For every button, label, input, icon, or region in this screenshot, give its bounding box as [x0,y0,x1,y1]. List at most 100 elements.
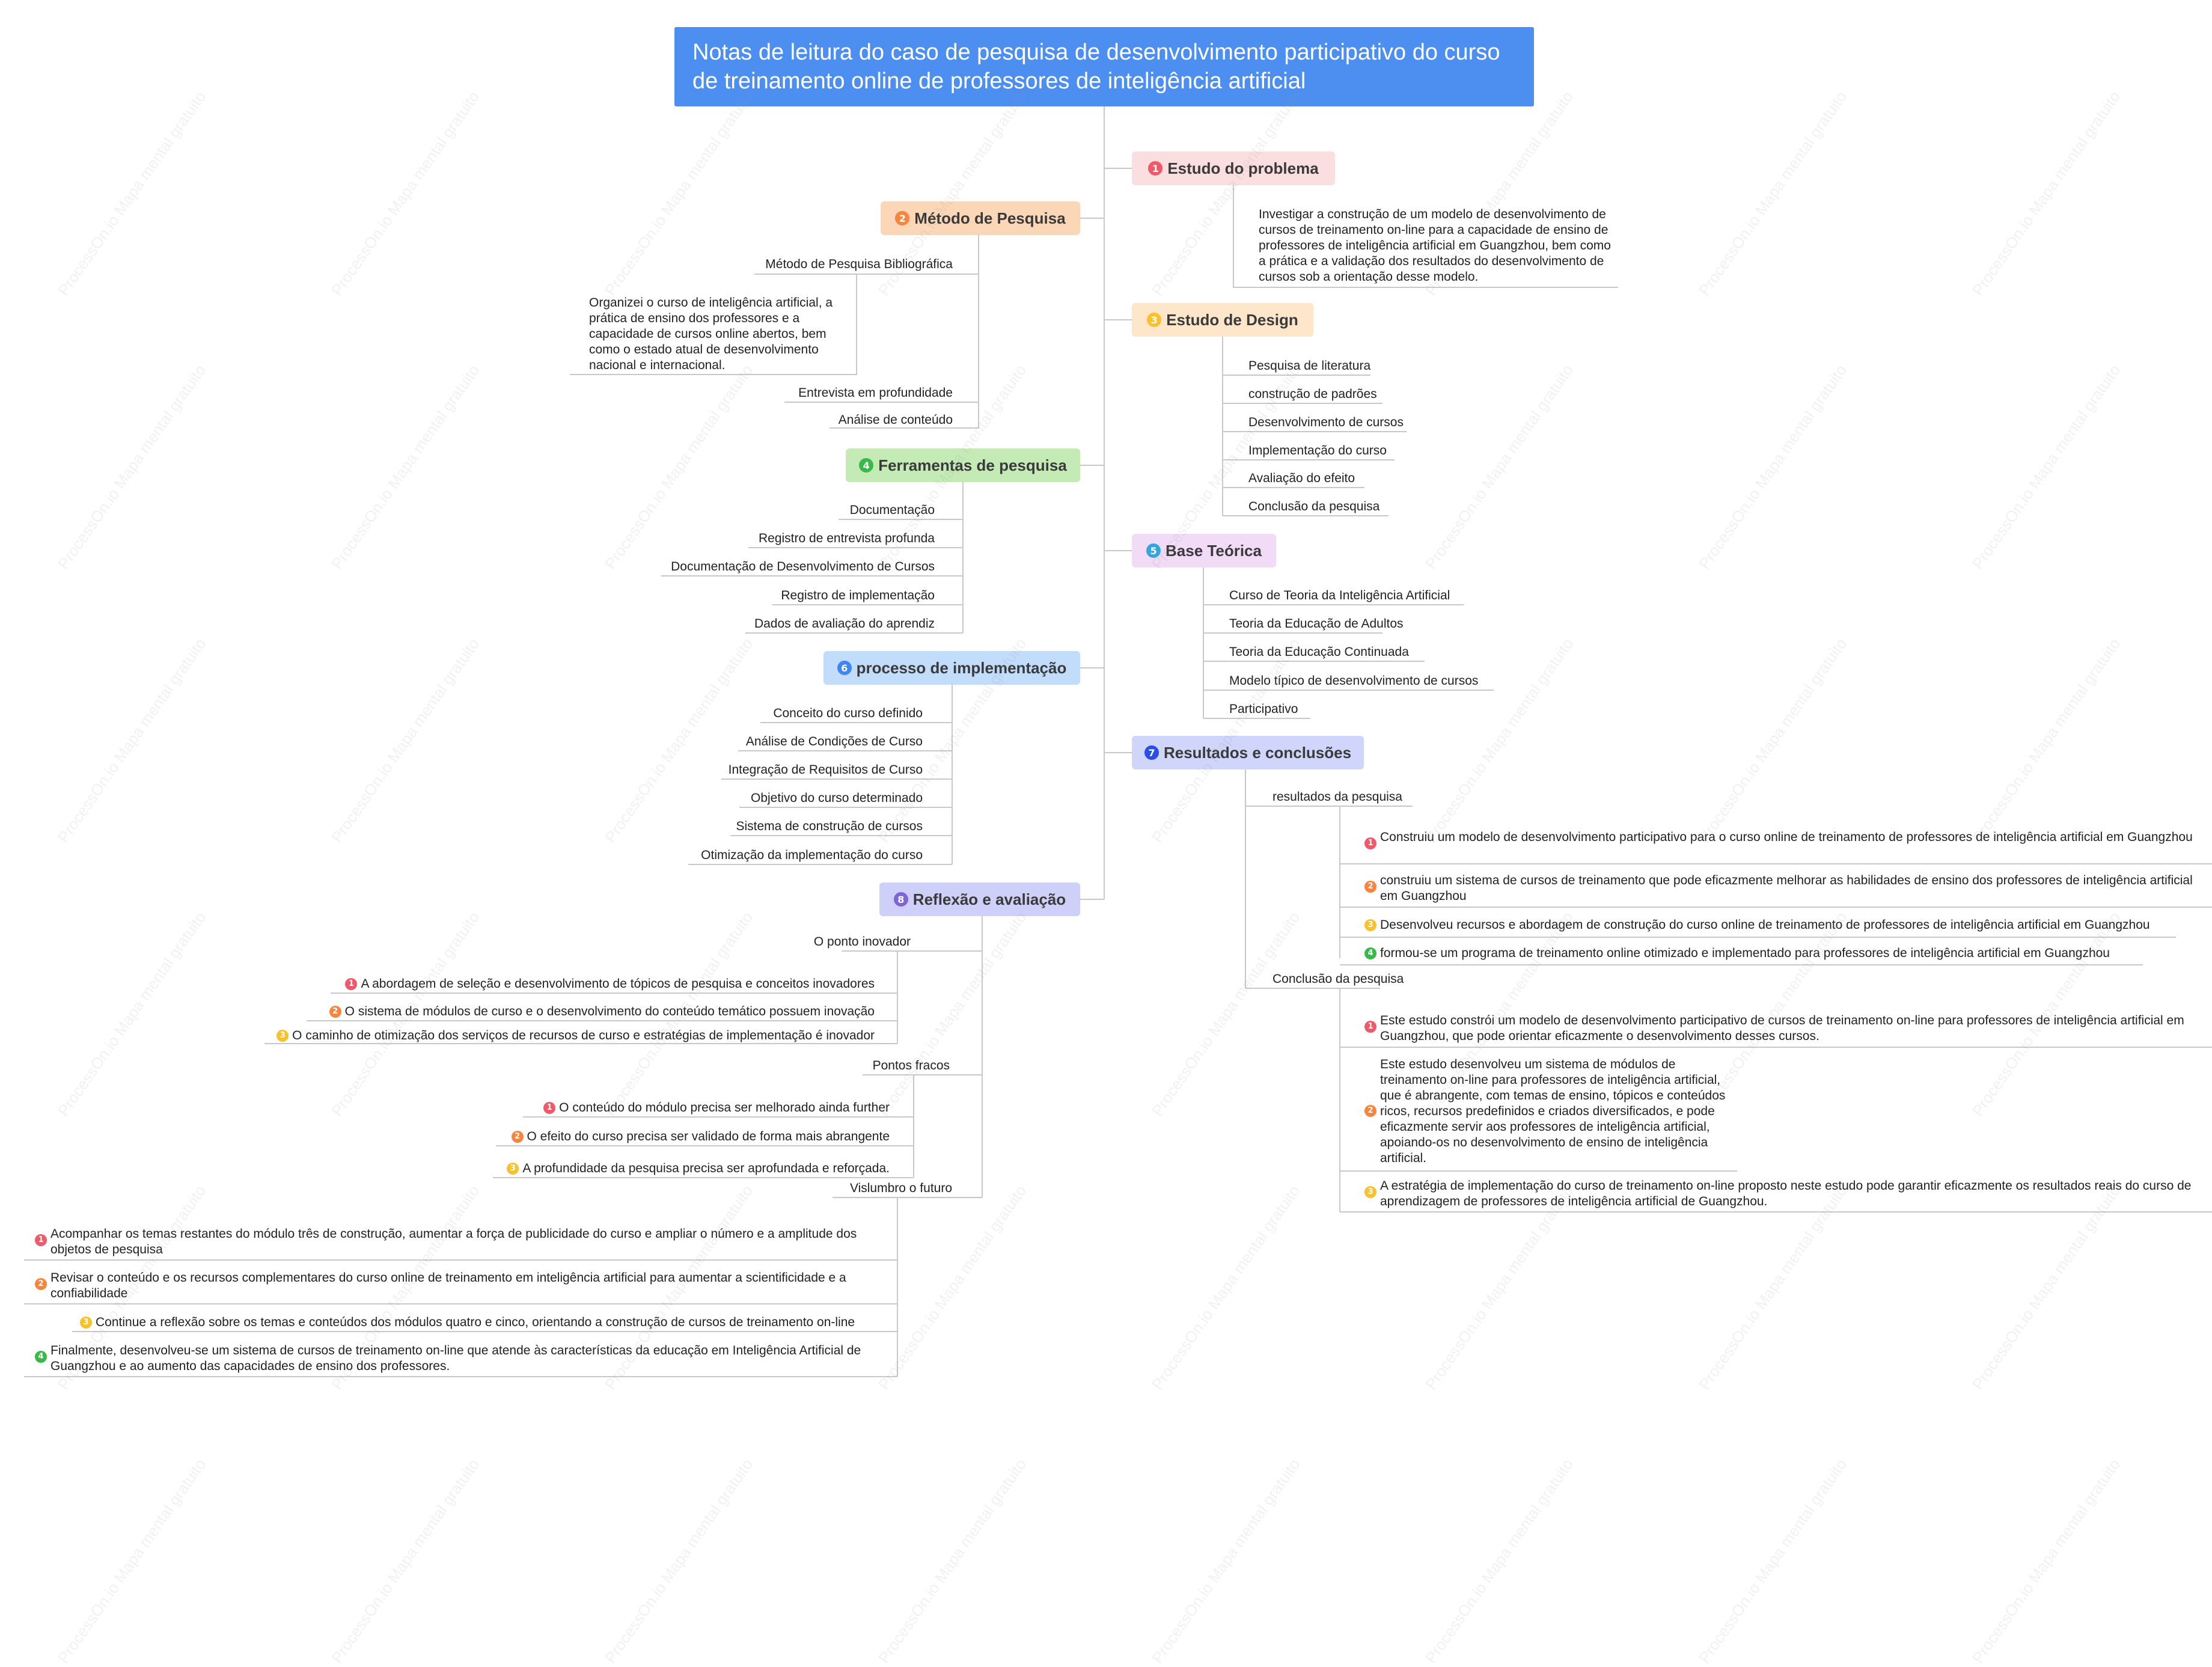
result-item: 4 formou-se um programa de treinamento o… [1364,946,2206,961]
number-badge: 3 [1364,1186,1376,1198]
number-badge: 8 [893,892,908,907]
number-badge: 1 [35,1234,47,1246]
number-badge: 2 [511,1131,524,1143]
theory-item: Teoria da Educação de Adultos [1229,617,1404,631]
watermark-text: ProcessOn.io Mapa mental gratuito [1695,1455,1851,1667]
branch-label: Base Teórica [1166,541,1262,560]
theory-item: Participativo [1229,702,1298,716]
conclusion-subtopic: Conclusão da pesquisa [1273,972,1404,986]
result-item: 3 Desenvolveu recursos e abordagem de co… [1364,917,2206,933]
conclusion-item: 3 A estratégia de implementação do curso… [1364,1178,2206,1210]
weakness-item: 1 O conteúdo do módulo precisa ser melho… [361,1100,890,1116]
root-topic[interactable]: Notas de leitura do caso de pesquisa de … [674,27,1534,106]
process-item: Objetivo do curso determinado [751,791,923,805]
innovation-item: 2 O sistema de módulos de curso e o dese… [120,1004,875,1020]
number-badge: 4 [1364,947,1376,959]
number-badge: 2 [35,1278,47,1290]
branch-label: Resultados e conclusões [1163,743,1352,762]
branch-metodo-de-pesquisa[interactable]: 2 Método de Pesquisa [881,201,1080,235]
watermark-text: ProcessOn.io Mapa mental gratuito [54,1455,210,1667]
number-badge: 3 [1147,313,1162,327]
number-badge: 2 [1364,881,1376,893]
design-item: Avaliação do efeito [1248,471,1355,485]
branch-label: Estudo do problema [1167,159,1319,177]
design-item: Pesquisa de literatura [1248,359,1371,373]
watermark-text: ProcessOn.io Mapa mental gratuito [875,1455,1030,1667]
method-note: Organizei o curso de inteligência artifi… [589,296,833,372]
process-item: Análise de Condições de Curso [745,735,923,748]
branch-estudo-do-problema[interactable]: 1 Estudo do problema [1132,151,1335,185]
method-item: Análise de conteúdo [838,413,953,427]
tool-item: Documentação [849,503,935,517]
weakness-item: 3 A profundidade da pesquisa precisa ser… [361,1161,890,1176]
future-item: 1 Acompanhar os temas restantes do módul… [35,1226,876,1258]
design-item: Desenvolvimento de cursos [1248,415,1404,429]
number-badge: 7 [1144,745,1159,760]
number-badge: 1 [345,978,358,990]
number-badge: 4 [859,458,874,473]
watermark-text: ProcessOn.io Mapa mental gratuito [1969,1455,2124,1667]
weakness-subtopic: Pontos fracos [872,1059,950,1072]
number-badge: 1 [1364,1021,1376,1033]
design-item: Conclusão da pesquisa [1248,500,1380,513]
problem-statement: Investigar a construção de um modelo de … [1259,207,1611,284]
number-badge: 1 [543,1102,556,1114]
number-badge: 3 [276,1030,289,1042]
branch-label: Reflexão e avaliação [912,890,1066,908]
theory-item: Teoria da Educação Continuada [1229,645,1409,659]
design-item: construção de padrões [1248,387,1377,401]
innovation-item: 3 O caminho de otimização dos serviços d… [120,1028,875,1044]
conclusion-item: 1 Este estudo constrói um modelo de dese… [1364,1013,2206,1044]
branch-ferramentas-de-pesquisa[interactable]: 4 Ferramentas de pesquisa [846,448,1080,482]
branch-label: Método de Pesquisa [914,209,1066,227]
tool-item: Registro de implementação [781,589,935,602]
future-subtopic: Vislumbro o futuro [849,1181,952,1195]
branch-resultados-e-conclusoes[interactable]: 7 Resultados e conclusões [1132,736,1364,769]
number-badge: 3 [1364,919,1376,931]
watermark-text: ProcessOn.io Mapa mental gratuito [601,1455,757,1667]
process-item: Otimização da implementação do curso [701,848,923,862]
number-badge: 1 [1148,161,1163,176]
number-badge: 2 [895,211,910,225]
weakness-item: 2 O efeito do curso precisa ser validado… [361,1129,890,1145]
innovation-subtopic: O ponto inovador [813,935,911,949]
root-title: Notas de leitura do caso de pesquisa de … [692,40,1500,94]
branch-label: Ferramentas de pesquisa [878,456,1067,474]
branch-processo-de-implementacao[interactable]: 6 processo de implementação [823,651,1080,685]
number-badge: 3 [507,1163,519,1175]
process-item: Conceito do curso definido [773,706,923,720]
branch-label: Estudo de Design [1166,310,1298,329]
number-badge: 2 [329,1006,341,1018]
result-item: 2 construiu um sistema de cursos de trei… [1364,873,2206,904]
branch-estudo-de-design[interactable]: 3 Estudo de Design [1132,303,1313,337]
mindmap-canvas: Notas de leitura do caso de pesquisa de … [24,27,2212,1666]
watermark-text: ProcessOn.io Mapa mental gratuito [328,1455,483,1667]
process-item: Integração de Requisitos de Curso [728,763,923,777]
process-item: Sistema de construção de cursos [736,819,923,833]
branch-label: processo de implementação [856,658,1067,677]
watermark-text: ProcessOn.io Mapa mental gratuito [1148,1455,1304,1667]
number-badge: 6 [837,661,852,675]
design-item: Implementação do curso [1248,444,1387,457]
future-item: 4 Finalmente, desenvolveu-se um sistema … [35,1343,876,1374]
conclusion-item: 2 Este estudo desenvolveu um sistema de … [1364,1057,1737,1166]
number-badge: 1 [1364,837,1376,849]
tool-item: Dados de avaliação do aprendiz [754,617,935,631]
future-item: 3 Continue a reflexão sobre os temas e c… [80,1315,873,1330]
watermark-text: ProcessOn.io Mapa mental gratuito [1422,1455,1577,1667]
tool-item: Documentação de Desenvolvimento de Curso… [671,560,935,574]
theory-item: Modelo típico de desenvolvimento de curs… [1229,674,1479,688]
number-badge: 3 [80,1317,92,1329]
branch-base-teorica[interactable]: 5 Base Teórica [1132,534,1276,567]
method-item: Método de Pesquisa Bibliográfica [765,257,953,271]
number-badge: 2 [1364,1105,1376,1117]
result-item: 1 Construiu um modelo de desenvolvimento… [1364,830,2206,849]
tool-item: Registro de entrevista profunda [758,531,935,545]
theory-item: Curso de Teoria da Inteligência Artifici… [1229,589,1450,602]
number-badge: 4 [35,1351,47,1363]
results-subtopic: resultados da pesquisa [1273,790,1402,804]
number-badge: 5 [1146,543,1161,558]
future-item: 2 Revisar o conteúdo e os recursos compl… [35,1270,876,1301]
innovation-item: 1 A abordagem de seleção e desenvolvimen… [120,976,875,992]
branch-reflexao-e-avaliacao[interactable]: 8 Reflexão e avaliação [879,882,1080,916]
